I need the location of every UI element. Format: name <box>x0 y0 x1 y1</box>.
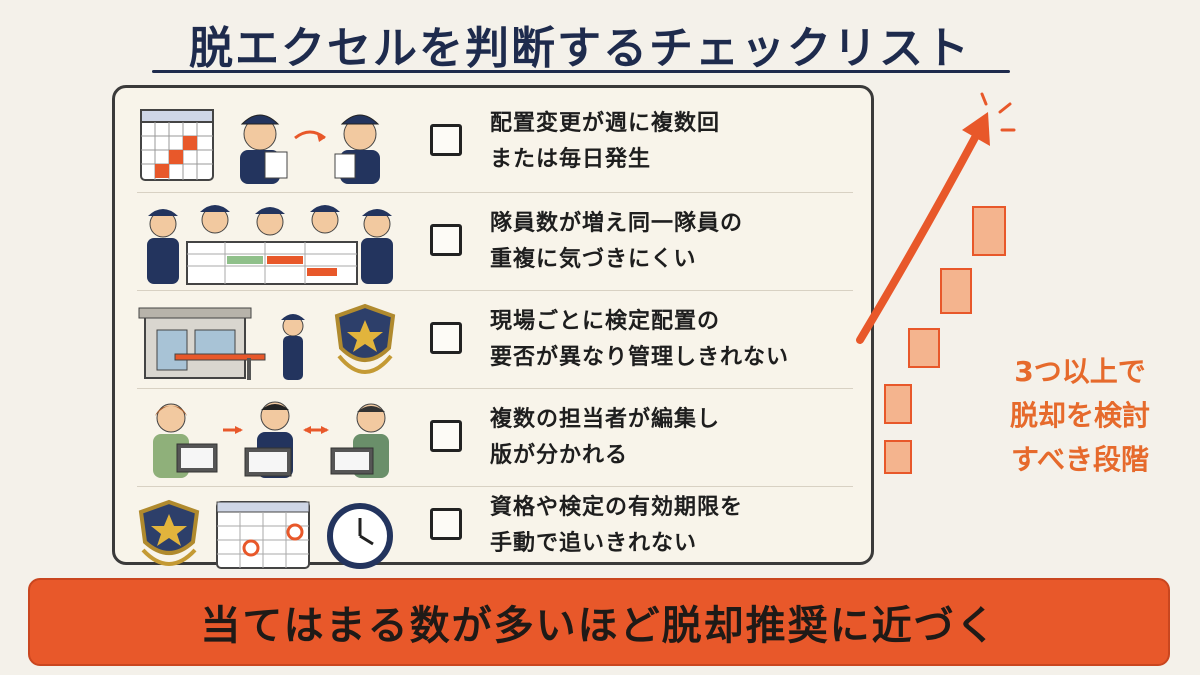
item-line-2: 要否が異なり管理しきれない <box>490 345 790 370</box>
calendar-guards-icon <box>140 109 380 184</box>
site-gate-badge-icon <box>138 303 396 380</box>
title-underline <box>152 70 1010 73</box>
step-block-3 <box>908 328 940 368</box>
checkbox[interactable] <box>430 124 462 156</box>
item-line-2: または毎日発生 <box>490 147 652 172</box>
badge-calendar-clock-icon <box>138 499 393 569</box>
checklist-item-1: 配置変更が週に複数回 または毎日発生 <box>135 94 855 190</box>
rising-arrow-icon <box>856 92 1016 344</box>
checkbox[interactable] <box>430 322 462 354</box>
item-line-2: 手動で追いきれない <box>490 531 698 556</box>
checkbox[interactable] <box>430 420 462 452</box>
checklist-panel: 配置変更が週に複数回 または毎日発生 <box>112 85 874 569</box>
multiple-editors-icon <box>153 401 389 478</box>
summary-banner: 当てはまる数が多いほど脱却推奨に近づく <box>28 578 1170 666</box>
checkbox[interactable] <box>430 224 462 256</box>
checklist-item-text: 複数の担当者が編集し 版が分かれる <box>490 402 850 474</box>
item-line-1: 隊員数が増え同一隊員の <box>490 211 744 236</box>
threshold-line-1: 3つ以上で <box>1014 355 1146 388</box>
checklist-item-text: 配置変更が週に複数回 または毎日発生 <box>490 106 850 178</box>
checklist-item-text: 隊員数が増え同一隊員の 重複に気づきにくい <box>490 206 850 278</box>
threshold-line-3: すべき段階 <box>1010 443 1150 476</box>
divider <box>137 192 853 193</box>
divider <box>137 290 853 291</box>
threshold-note: 3つ以上で 脱却を検討 すべき段階 <box>970 350 1190 482</box>
item-line-1: 複数の担当者が編集し <box>490 407 721 432</box>
checklist-item-3: 現場ごとに検定配置の 要否が異なり管理しきれない <box>135 292 855 388</box>
checkbox[interactable] <box>430 508 462 540</box>
item-line-2: 重複に気づきにくい <box>490 247 697 272</box>
threshold-line-2: 脱却を検討 <box>1009 399 1150 432</box>
item-line-1: 配置変更が週に複数回 <box>490 111 721 136</box>
divider <box>137 388 853 389</box>
page-title: 脱エクセルを判断するチェックリスト <box>189 23 971 74</box>
checklist-item-2: 隊員数が増え同一隊員の 重複に気づきにくい <box>135 194 855 290</box>
step-block-2 <box>884 384 912 424</box>
step-block-5 <box>972 206 1006 256</box>
checklist-item-5: 資格や検定の有効期限を 手動で追いきれない <box>135 486 855 582</box>
checklist-item-4: 複数の担当者が編集し 版が分かれる <box>135 390 855 486</box>
guard-team-schedule-icon <box>147 205 393 285</box>
checklist-item-text: 資格や検定の有効期限を 手動で追いきれない <box>490 490 850 562</box>
step-block-4 <box>940 268 972 314</box>
step-block-1 <box>884 440 912 474</box>
item-line-1: 資格や検定の有効期限を <box>490 495 744 520</box>
item-line-2: 版が分かれる <box>490 443 629 468</box>
divider <box>137 486 853 487</box>
item-line-1: 現場ごとに検定配置の <box>490 309 721 334</box>
banner-text: 当てはまる数が多いほど脱却推奨に近づく <box>200 603 998 649</box>
checklist-item-text: 現場ごとに検定配置の 要否が異なり管理しきれない <box>490 304 850 376</box>
